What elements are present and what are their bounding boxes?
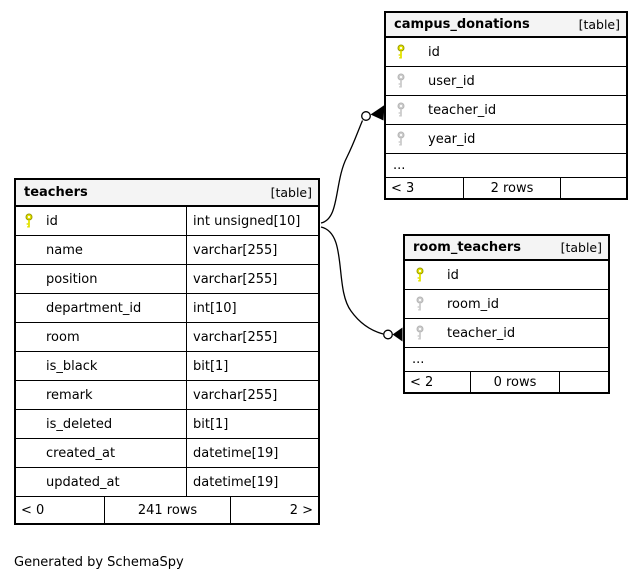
column-type: datetime[19] xyxy=(186,439,318,467)
column-type: bit[1] xyxy=(186,352,318,380)
column-name: department_id xyxy=(46,300,142,316)
footer-parent-count: < 2 xyxy=(405,372,471,392)
column-name: year_id xyxy=(428,131,476,147)
column-row-remark: remark varchar[255] xyxy=(16,381,318,410)
column-name: name xyxy=(46,242,83,258)
foreign-key-icon xyxy=(397,102,405,117)
generated-by-note: Generated by SchemaSpy xyxy=(14,555,184,570)
footer-parent-count: < 0 xyxy=(16,497,105,523)
primary-key-icon xyxy=(397,44,405,59)
edge-teachers-room-teachers xyxy=(320,226,403,342)
column-name: room_id xyxy=(447,296,499,312)
table-tag: [table] xyxy=(578,17,620,32)
column-type: datetime[19] xyxy=(186,468,318,496)
foreign-key-icon xyxy=(397,131,405,146)
footer-child-count xyxy=(561,178,626,198)
column-name: id xyxy=(447,267,459,283)
footer-child-count xyxy=(560,372,608,392)
column-name: user_id xyxy=(428,73,475,89)
table-header[interactable]: teachers [table] xyxy=(16,180,318,207)
edge-path xyxy=(320,226,384,335)
column-row-is_black: is_black bit[1] xyxy=(16,352,318,381)
truncated-columns-ellipsis: ... xyxy=(386,154,626,178)
column-row-room: room varchar[255] xyxy=(16,323,318,352)
edge-path xyxy=(320,120,364,224)
column-row-room_id: room_id xyxy=(405,290,608,319)
column-row-id: id int unsigned[10] xyxy=(16,207,318,236)
column-row-name: name varchar[255] xyxy=(16,236,318,265)
foreign-key-icon xyxy=(416,296,424,311)
table-tag: [table] xyxy=(270,185,312,200)
edge-teachers-campus-donations xyxy=(320,105,385,224)
table-tag: [table] xyxy=(560,240,602,255)
column-row-department_id: department_id int[10] xyxy=(16,294,318,323)
column-name: room xyxy=(46,329,80,345)
table-header[interactable]: room_teachers [table] xyxy=(405,236,608,261)
column-name: id xyxy=(428,44,440,60)
column-name: position xyxy=(46,271,98,287)
footer-row-count: 2 rows xyxy=(464,178,561,198)
column-row-year_id: year_id xyxy=(386,125,626,154)
column-type: varchar[255] xyxy=(186,236,318,264)
edge-open-dot xyxy=(383,329,393,340)
table-campus-donations[interactable]: campus_donations [table] id user_id teacher_… xyxy=(384,11,628,200)
column-name: teacher_id xyxy=(447,325,516,341)
column-name: updated_at xyxy=(46,474,120,490)
key-slot xyxy=(405,267,447,283)
column-type: varchar[255] xyxy=(186,323,318,351)
truncated-columns-ellipsis: ... xyxy=(405,348,608,372)
column-row-id: id xyxy=(386,38,626,67)
column-row-is_deleted: is_deleted bit[1] xyxy=(16,410,318,439)
edge-arrowhead xyxy=(392,327,403,342)
edge-open-dot xyxy=(361,111,371,121)
column-name: is_black xyxy=(46,358,98,374)
key-slot xyxy=(16,213,46,229)
key-slot xyxy=(386,131,428,147)
table-room-teachers[interactable]: room_teachers [table] id room_id teacher_id.… xyxy=(403,234,610,394)
column-name: remark xyxy=(46,387,93,403)
table-name: campus_donations xyxy=(394,17,530,32)
table-teachers[interactable]: teachers [table] id int unsigned[10] name var… xyxy=(14,178,320,525)
key-slot xyxy=(405,325,447,341)
column-type: int[10] xyxy=(186,294,318,322)
column-type: bit[1] xyxy=(186,410,318,438)
column-type: int unsigned[10] xyxy=(186,207,318,235)
column-type: varchar[255] xyxy=(186,381,318,409)
key-slot xyxy=(386,44,428,60)
key-slot xyxy=(405,296,447,312)
column-row-position: position varchar[255] xyxy=(16,265,318,294)
column-row-id: id xyxy=(405,261,608,290)
footer-row-count: 0 rows xyxy=(471,372,560,392)
foreign-key-icon xyxy=(397,73,405,88)
column-name: is_deleted xyxy=(46,416,113,432)
column-row-teacher_id: teacher_id xyxy=(386,96,626,125)
column-row-updated_at: updated_at datetime[19] xyxy=(16,468,318,497)
table-name: room_teachers xyxy=(413,240,522,255)
key-slot xyxy=(386,73,428,89)
primary-key-icon xyxy=(416,267,424,282)
footer-child-count: 2 > xyxy=(289,502,313,518)
column-name: id xyxy=(46,213,58,229)
footer-parent-count: < 3 xyxy=(386,178,464,198)
column-row-created_at: created_at datetime[19] xyxy=(16,439,318,468)
column-row-user_id: user_id xyxy=(386,67,626,96)
column-name: teacher_id xyxy=(428,102,497,118)
key-slot xyxy=(386,102,428,118)
column-name: created_at xyxy=(46,445,116,461)
foreign-key-icon xyxy=(416,325,424,340)
table-header[interactable]: campus_donations [table] xyxy=(386,13,626,38)
footer-row-count: 241 rows xyxy=(105,497,231,523)
primary-key-icon xyxy=(25,213,33,228)
column-row-teacher_id: teacher_id xyxy=(405,319,608,348)
edge-arrowhead xyxy=(370,105,385,121)
table-name: teachers xyxy=(24,185,88,200)
column-type: varchar[255] xyxy=(186,265,318,293)
